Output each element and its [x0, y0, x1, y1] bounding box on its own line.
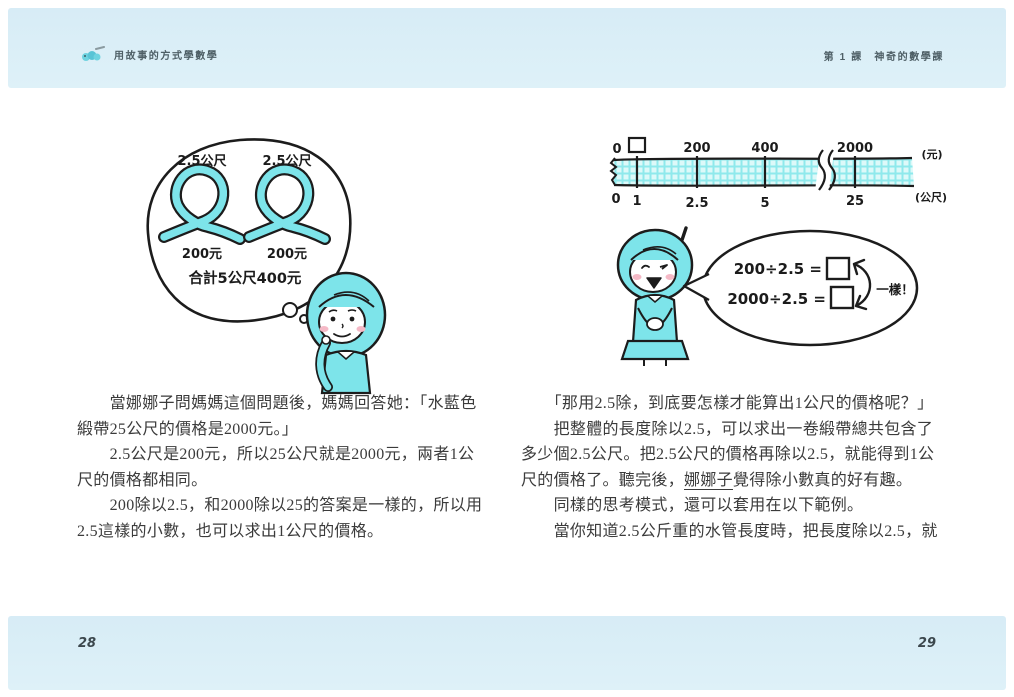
torn-edge-icon — [609, 157, 618, 186]
answer-box — [829, 285, 855, 310]
left-page-text: 當娜娜子問媽媽這個問題後，媽媽回答她：「水藍色 緞帶25公尺的價格是2000元。… — [77, 391, 499, 545]
text-segment: 尺的價格了。聽完後， — [521, 471, 685, 489]
footer-band: 28 29 — [8, 616, 1006, 690]
speech-bubble: 200÷2.5 = 2000÷2.5 = 一樣！ — [682, 229, 919, 347]
ribbon-length-label: 2.5公尺 — [177, 154, 226, 169]
number-line-illustration: 0 200 400 2000 (元) 0 1 2.5 5 25 (公尺) — [609, 136, 947, 366]
page-number-left: 28 — [78, 636, 97, 651]
total-label: 合計5公尺400元 — [188, 269, 302, 287]
ribbon-price-label: 200元 — [267, 247, 307, 262]
answer-box — [825, 256, 851, 281]
text-line: 緞帶25公尺的價格是2000元。」 — [77, 420, 299, 438]
equation-1: 200÷2.5 = — [734, 260, 822, 278]
thought-bubble-illustration: 2.5公尺 2.5公尺 200元 200元 合計5公尺400元 — [146, 138, 387, 395]
text-line: 2.5公尺是200元，所以25公尺就是2000元，兩者1公 — [77, 446, 475, 464]
tick-label: 200 — [683, 141, 710, 156]
unit-label: (公尺) — [915, 191, 947, 204]
unknown-price-box — [627, 136, 647, 154]
text-line: 同樣的思考模式，還可以套用在以下範例。 — [521, 497, 864, 515]
ribbon-icon — [243, 163, 331, 245]
header-band: 用故事的方式學數學 第 1 課 神奇的數學課 — [8, 8, 1006, 88]
tick-label: 5 — [760, 196, 769, 211]
tick-label: 2.5 — [685, 196, 708, 211]
text-line: 2.5這樣的小數，也可以求出1公尺的價格。 — [77, 522, 384, 540]
chapter-title: 第 1 課 神奇的數學課 — [823, 52, 944, 63]
happy-girl — [616, 226, 694, 366]
text-line: 當你知道2.5公斤重的水管長度時，把長度除以2.5，就 — [521, 522, 938, 540]
right-page-text: 「那用2.5除，到底要怎樣才能算出1公尺的價格呢？」 把整體的長度除以2.5，可… — [521, 391, 955, 545]
text-segment: 覺得除小數真的好有趣。 — [732, 471, 913, 489]
ribbon-icon — [158, 163, 246, 245]
tick-label: 0 — [611, 192, 620, 207]
tick-label: 400 — [751, 141, 778, 156]
text-line: 200除以2.5，和2000除以25的答案是一樣的，所以用 — [77, 497, 483, 515]
tick-label: 1 — [632, 194, 641, 209]
ribbon-price-label: 200元 — [182, 247, 222, 262]
unit-label: (元) — [921, 148, 942, 161]
same-arrow-icon — [853, 262, 872, 308]
ribbon-length-label: 2.5公尺 — [262, 154, 311, 169]
break-mark-icon — [817, 149, 826, 191]
tick-label: 0 — [612, 142, 621, 157]
character-name-underlined: 娜娜子 — [684, 471, 733, 490]
thinking-girl — [305, 271, 387, 395]
text-line: 多少個2.5公尺。把2.5公尺的價格再除以2.5，就能得到1公 — [521, 446, 935, 464]
exclamation-icon — [680, 226, 688, 242]
book-title: 用故事的方式學數學 — [114, 50, 219, 62]
thought-bubble — [146, 138, 352, 323]
text-line: 把整體的長度除以2.5，可以求出一卷緞帶總共包含了 — [521, 420, 934, 438]
tick-label: 2000 — [837, 141, 873, 156]
mascot-logo-icon — [82, 46, 105, 61]
text-line: 當娜娜子問媽媽這個問題後，媽媽回答她：「水藍色 — [77, 395, 477, 412]
equation-2: 2000÷2.5 = — [727, 290, 826, 308]
tick-label: 25 — [846, 194, 864, 209]
break-mark-icon — [827, 149, 836, 191]
text-line: 「那用2.5除，到底要怎樣才能算出1公尺的價格呢？」 — [521, 395, 934, 412]
same-label: 一樣！ — [876, 282, 914, 297]
text-line: 尺的價格都相同。 — [77, 471, 208, 489]
book-header: 用故事的方式學數學 — [80, 46, 218, 62]
text-line: 尺的價格了。聽完後，娜娜子覺得除小數真的好有趣。 — [521, 468, 955, 494]
page-number-right: 29 — [917, 636, 936, 651]
thought-dot — [282, 302, 298, 318]
ribbon-tape-diagram: 0 200 400 2000 (元) 0 1 2.5 5 25 (公尺) — [609, 136, 947, 211]
